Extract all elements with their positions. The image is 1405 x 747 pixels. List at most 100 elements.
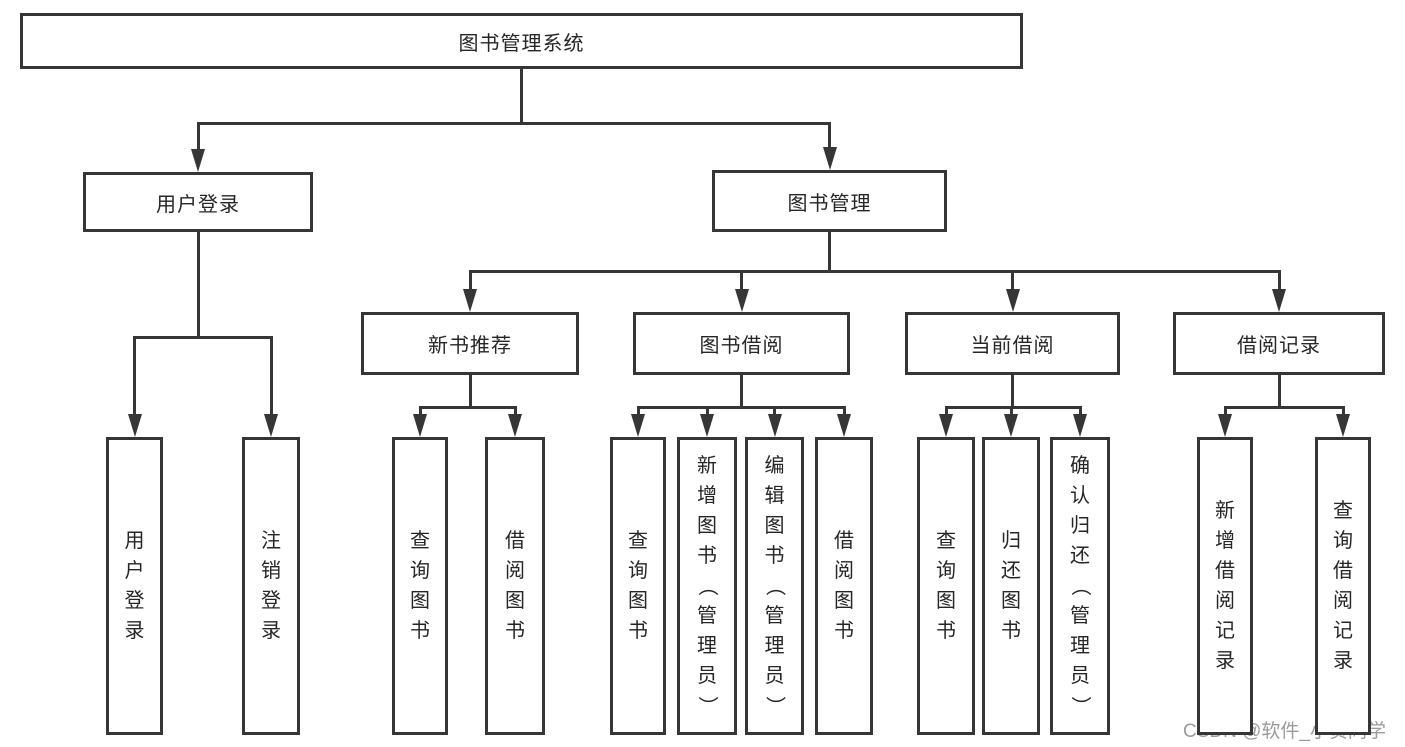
node-label-char: 查 (1333, 500, 1353, 522)
node-label-char: 还 (1070, 545, 1090, 567)
node-label-char: 查 (628, 530, 648, 552)
node-label-char: ） (696, 696, 718, 716)
connector-line (418, 406, 517, 409)
node-label-char: 注 (261, 530, 281, 552)
node-label-char: 归 (1001, 530, 1021, 552)
node-label-char: 销 (261, 560, 281, 582)
node-label-char: 图 (834, 590, 854, 612)
node-label-char: 编 (764, 455, 785, 477)
node-label-char: 图 (697, 515, 717, 537)
connector-line (842, 406, 846, 415)
node-label-char: 书 (764, 545, 785, 567)
node-rec-borrow: 借阅图书 (485, 437, 545, 735)
node-label: 当前借阅 (970, 335, 1055, 357)
node-label-char: 询 (1333, 530, 1353, 552)
node-borrow-lend: 借阅图书 (815, 437, 873, 735)
connector-line (196, 122, 831, 125)
node-label-char: 阅 (1215, 590, 1235, 612)
edge-arrowhead (1218, 414, 1232, 437)
edge-arrowhead (837, 414, 851, 437)
connector-line (196, 232, 200, 339)
node-label-char: 询 (628, 560, 648, 582)
node-current-return: 归还图书 (982, 437, 1040, 735)
node-label-char: 图 (764, 515, 785, 537)
edge-arrowhead (191, 149, 205, 172)
connector-line (1011, 270, 1014, 290)
node-label-char: 用 (124, 530, 145, 552)
edge-arrowhead (413, 414, 427, 437)
node-label-char: 登 (261, 590, 281, 612)
node-label-char: 理 (764, 635, 785, 657)
edge-arrowhead (700, 414, 714, 437)
node-label: 借阅记录 (1237, 335, 1321, 357)
node-label-char: 查 (936, 530, 956, 552)
node-label-char: 书 (410, 620, 430, 642)
node-label-char: 理 (1070, 635, 1090, 657)
node-label-char: 录 (124, 620, 145, 642)
node-label: 图书借阅 (699, 335, 784, 357)
node-label-char: （ (1069, 576, 1091, 596)
node-label-char: 阅 (1333, 590, 1353, 612)
edge-arrowhead (264, 414, 278, 437)
connector-line (468, 270, 1281, 273)
node-records-query: 查询借阅记录 (1315, 437, 1371, 735)
connector-line (1223, 406, 1227, 415)
node-label-char: 辑 (764, 485, 785, 507)
node-label-char: 管 (1070, 605, 1090, 627)
connector-line (513, 406, 517, 415)
node-label-char: 图 (505, 590, 525, 612)
node-label-char: 员 (764, 665, 785, 687)
node-label-char: 书 (697, 545, 717, 567)
node-label-char: 管 (697, 605, 717, 627)
node-label-char: 户 (124, 560, 145, 582)
node-label-char: 书 (834, 620, 854, 642)
node-label-char: 图 (936, 590, 956, 612)
node-rec: 新书推荐 (361, 312, 579, 375)
node-label-char: （ (763, 576, 786, 596)
node-rec-query: 查询图书 (392, 437, 448, 735)
edge-arrowhead (1272, 289, 1286, 312)
node-records: 借阅记录 (1173, 312, 1385, 375)
node-label-char: 录 (1333, 650, 1353, 672)
node-borrow-add: 新增图书（管理员） (677, 437, 737, 735)
connector-line (468, 270, 472, 290)
node-current-query: 查询图书 (917, 437, 975, 735)
connector-line (1009, 406, 1013, 415)
connector-line (773, 406, 776, 415)
node-label-char: 新 (1215, 500, 1235, 522)
node-label-char: 书 (628, 620, 648, 642)
node-label-char: ） (1069, 696, 1091, 716)
connector-line (944, 406, 948, 415)
connector-line (1078, 406, 1082, 415)
edge-arrowhead (463, 289, 477, 312)
node-label-char: 增 (1215, 530, 1235, 552)
connector-line (705, 406, 709, 415)
node-label-char: 书 (1001, 620, 1021, 642)
node-label-char: 归 (1070, 515, 1090, 537)
node-label-char: 询 (936, 560, 956, 582)
node-label-char: ） (763, 696, 786, 716)
node-records-add: 新增借阅记录 (1197, 437, 1253, 735)
node-label-char: 借 (505, 530, 525, 552)
connector-line (740, 375, 743, 409)
node-label-char: 登 (124, 590, 145, 612)
node-label-char: 阅 (834, 560, 854, 582)
node-label-char: 认 (1070, 485, 1090, 507)
node-label-char: 记 (1333, 620, 1353, 642)
connector-line (636, 406, 640, 415)
edge-arrowhead (734, 289, 749, 312)
edge-arrowhead (127, 414, 142, 437)
node-label-char: 询 (410, 560, 430, 582)
connector-line (418, 406, 422, 415)
node-label-char: 员 (1070, 665, 1090, 687)
edge-arrowhead (1073, 414, 1087, 437)
node-label-char: 录 (1215, 650, 1235, 672)
connector-line (1277, 270, 1281, 290)
node-label-char: 阅 (505, 560, 525, 582)
node-label-char: 借 (1215, 560, 1235, 582)
node-label-char: 员 (697, 665, 717, 687)
node-label-char: 查 (410, 530, 430, 552)
node-label-char: 管 (764, 605, 785, 627)
connector-line (133, 336, 273, 339)
